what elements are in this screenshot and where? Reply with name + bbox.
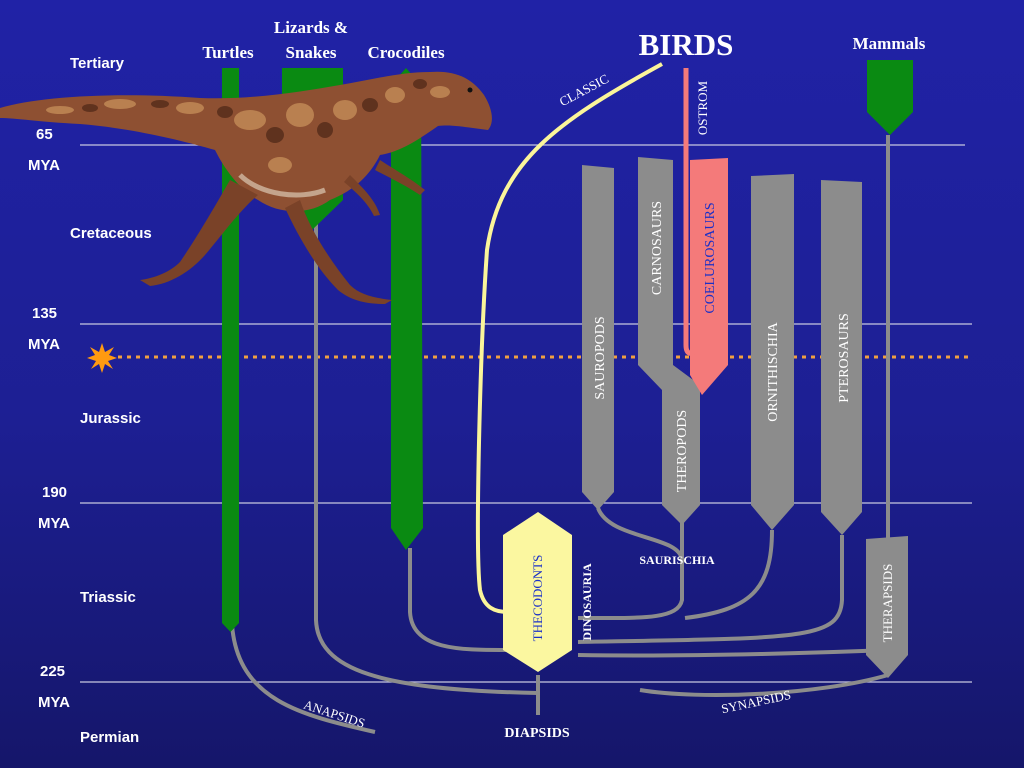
ornithischia-bar <box>751 174 794 530</box>
sauropods-bar <box>582 165 614 510</box>
era-unit-135: MYA <box>28 336 60 353</box>
pterosaur-branch <box>577 535 844 644</box>
label-pterosaurs: PTEROSAURS <box>837 313 852 402</box>
dinosauria-branch <box>577 648 889 658</box>
label-mammals: Mammals <box>853 34 926 53</box>
label-carnosaurs: CARNOSAURS <box>650 201 665 295</box>
label-classic: CLASSIC <box>557 71 611 109</box>
dinosaur-illustration <box>0 71 492 304</box>
era-name-permian: Permian <box>80 729 139 746</box>
mammals-bar <box>867 60 913 135</box>
croc-branch <box>408 548 507 652</box>
label-lizards-line2: Snakes <box>285 43 336 62</box>
label-synapsids: SYNAPSIDS <box>720 687 792 716</box>
label-dinosauria: DINOSAURIA <box>580 563 594 641</box>
carnosaurs-bar <box>638 157 700 525</box>
synapsid-branch <box>639 673 889 697</box>
star-icon <box>87 343 117 373</box>
label-thecodonts: THECODONTS <box>530 555 545 642</box>
label-lizards-line1: Lizards & <box>274 18 348 37</box>
label-turtles: Turtles <box>202 43 254 62</box>
era-mya-225: 225 <box>40 663 65 680</box>
era-name-cretaceous: Cretaceous <box>70 225 152 242</box>
era-mya-190: 190 <box>42 484 67 501</box>
era-mya-65: 65 <box>36 126 53 143</box>
label-saurischia: SAURISCHIA <box>639 553 715 567</box>
era-name-jurassic: Jurassic <box>80 410 141 427</box>
ornithischia-branch <box>684 529 774 620</box>
therapsids-bar <box>866 536 908 678</box>
label-anapsids: ANAPSIDS <box>302 697 367 731</box>
thecodonts-box <box>503 512 572 672</box>
label-crocodiles: Crocodiles <box>367 43 445 62</box>
coelurosaurs-bar <box>690 158 728 395</box>
era-unit-65: MYA <box>28 157 60 174</box>
pterosaurs-bar <box>821 180 862 535</box>
sauropod-branch <box>596 507 684 561</box>
turtles-tip <box>222 623 239 632</box>
lizard-branch <box>314 200 539 695</box>
label-ornithischia: ORNITHISCHIA <box>766 321 781 421</box>
era-unit-190: MYA <box>38 515 70 532</box>
label-diapsids: DIAPSIDS <box>504 726 570 741</box>
label-therapsids: THERAPSIDS <box>880 564 895 643</box>
label-ostrom: OSTROM <box>695 80 710 135</box>
label-sauropods: SAUROPODS <box>593 316 608 399</box>
anapsid-branch <box>230 624 376 734</box>
label-theropods: THEROPODS <box>675 410 690 492</box>
era-mya-135: 135 <box>32 305 57 322</box>
connector-lines <box>230 135 890 734</box>
era-name-tertiary: Tertiary <box>70 55 125 72</box>
saurischia-stem <box>577 520 684 621</box>
label-coelurosaurs: COELUROSAURS <box>703 202 718 313</box>
era-name-triassic: Triassic <box>80 589 136 606</box>
ostrom-line <box>683 68 698 356</box>
era-unit-225: MYA <box>38 694 70 711</box>
label-birds: BIRDS <box>639 27 734 62</box>
classic-line <box>475 62 663 614</box>
